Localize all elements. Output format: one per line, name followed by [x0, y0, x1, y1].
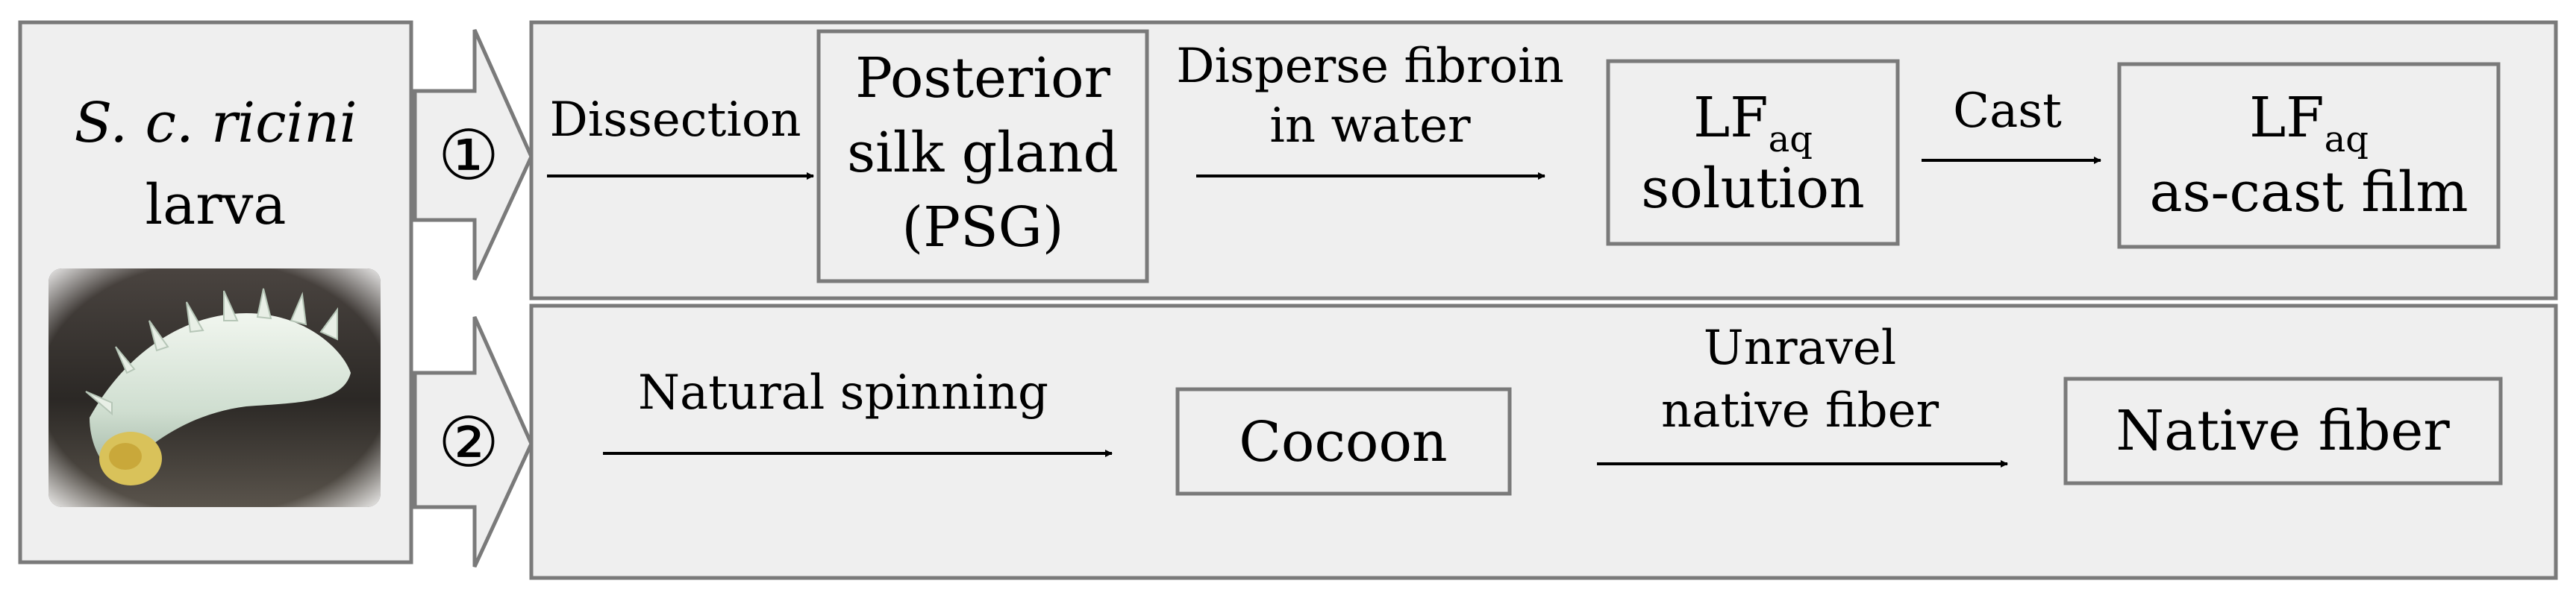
lfaq-solution-box-line-1: LFaq	[1693, 86, 1813, 160]
route-1-block-arrow: ①	[413, 28, 534, 281]
native-fiber-box-label: Native fiber	[2116, 399, 2450, 463]
route-1-step-1-label: Dissection	[549, 92, 801, 148]
psg-box-line-2: silk gland	[847, 121, 1119, 185]
route-2-step-2-label-line-1: Unravel	[1704, 321, 1896, 376]
source-panel: S. c. ricini larva	[18, 20, 413, 564]
route-2-step-2-label-line-2: native fiber	[1661, 383, 1939, 438]
route-2-step-1-label: Natural spinning	[638, 365, 1048, 421]
native-fiber-box	[2063, 377, 2503, 485]
lfaq-film-subscript: aq	[2325, 119, 2369, 160]
psg-box-line-1: Posterior	[855, 46, 1110, 110]
species-name: S. c. ricini	[74, 91, 357, 155]
lfaq-base: LF	[1693, 86, 1769, 150]
cocoon-box-label: Cocoon	[1239, 410, 1447, 474]
route-1-step-2-label-line-2: in water	[1269, 98, 1471, 154]
cocoon-box	[1175, 387, 1512, 496]
route-2-panel: Natural spinning Cocoon Unravel native f…	[529, 304, 2558, 580]
lfaq-film-base: LF	[2249, 86, 2325, 150]
lfaq-film-box-line-2: as-cast film	[2149, 160, 2468, 224]
psg-box-line-3: (PSG)	[901, 195, 1063, 260]
lfaq-film-box-line-1: LFaq	[2249, 86, 2369, 160]
lfaq-subscript: aq	[1769, 119, 1813, 160]
lfaq-solution-box-line-2: solution	[1641, 157, 1864, 221]
larva-photo	[49, 268, 381, 507]
route-1-step-3-label: Cast	[1953, 84, 2062, 139]
route-2-marker: ②	[438, 403, 499, 482]
route-1-marker: ①	[438, 116, 499, 195]
lfaq-film-box	[2117, 62, 2501, 249]
psg-box	[816, 29, 1149, 283]
route-1-panel: Dissection Posterior silk gland (PSG) Di…	[529, 20, 2558, 301]
route-1-step-2-label-line-1: Disperse fibroin	[1176, 39, 1564, 94]
life-stage: larva	[145, 173, 286, 237]
route-2-block-arrow: ②	[413, 315, 534, 568]
lfaq-solution-box	[1606, 59, 1900, 246]
